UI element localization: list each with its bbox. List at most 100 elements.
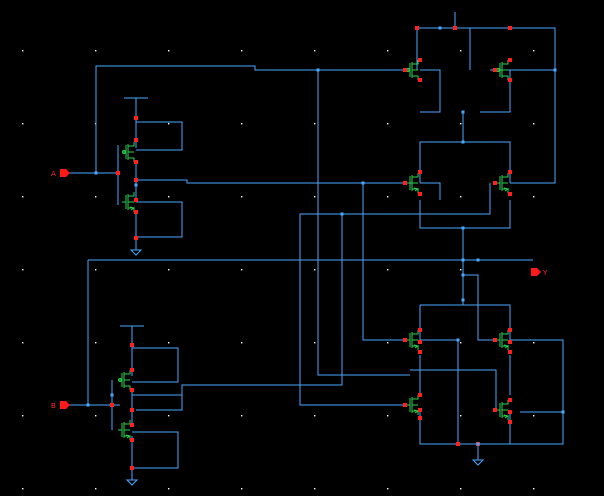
wire-abar [136, 179, 412, 184]
net-node [508, 350, 512, 354]
grid-dot [168, 488, 170, 490]
net-node [493, 68, 497, 72]
grid-dot [460, 488, 462, 490]
net-node [415, 26, 419, 30]
net-node [418, 393, 422, 397]
wire-vdd-top [416, 12, 556, 70]
wire-junction [561, 410, 565, 414]
grid-dot [460, 415, 462, 417]
wire-inv-b-pmos-body [132, 347, 179, 383]
grid-dot [241, 123, 243, 125]
pin-b-flag-icon [60, 401, 70, 409]
grid-dot [95, 269, 97, 271]
net-node [418, 170, 422, 174]
net-node [134, 210, 138, 214]
wire-junction [110, 393, 114, 397]
nmos-transistor[interactable] [496, 330, 510, 350]
pin-b[interactable]: B [51, 401, 70, 410]
grid-dot [95, 196, 97, 198]
net-node [130, 438, 134, 442]
wire-junction [316, 68, 320, 72]
net-node [508, 420, 512, 424]
nmos-transistor[interactable] [406, 173, 420, 193]
grid-dot [22, 196, 24, 198]
net-node [418, 328, 422, 332]
grid-dot [314, 196, 316, 198]
wire-junction [361, 181, 365, 185]
grid-dot [168, 269, 170, 271]
net-node [418, 78, 422, 82]
net-node [453, 26, 457, 30]
wire-bottom-right-loop [509, 339, 564, 445]
net-node [130, 423, 134, 427]
pin-b-label: B [51, 402, 56, 410]
net-node [418, 350, 422, 354]
pmos-transistor[interactable] [496, 60, 509, 80]
net-node [418, 416, 422, 420]
pin-y-flag-icon [531, 268, 541, 276]
wire-loop-left [299, 183, 491, 406]
wire-bottom-cross [410, 369, 497, 410]
wire-vdd-inv-b [120, 325, 144, 345]
wire-bottom-left-loop [419, 339, 459, 445]
wire-junction [461, 258, 465, 262]
pmos-transistor[interactable] [118, 370, 131, 390]
nmos-transistor[interactable] [118, 420, 132, 440]
nmos-transistor[interactable] [406, 330, 420, 350]
grid-dot [22, 415, 24, 417]
net-node [403, 338, 407, 342]
wire-junction [340, 212, 344, 216]
grid-dot [168, 196, 170, 198]
net-node [418, 408, 422, 412]
nmos-transistor[interactable] [496, 173, 510, 193]
wire-junction [461, 298, 465, 302]
wire-net[interactable] [68, 12, 564, 486]
wire-output-node [462, 260, 479, 300]
grid-dot [533, 488, 535, 490]
net-node [508, 328, 512, 332]
pin-a-label: A [51, 170, 56, 178]
grid-dot [460, 123, 462, 125]
grid-dot [314, 123, 316, 125]
pin-y[interactable]: Y [531, 268, 548, 277]
wire-junction [461, 140, 465, 144]
grid-dot [387, 196, 389, 198]
grid-dot [314, 415, 316, 417]
wire-junctions [86, 26, 565, 446]
net-node [493, 181, 497, 185]
wire-inv-b-nmos-body [132, 431, 179, 469]
transistor-group[interactable] [118, 60, 510, 440]
wire-bottom-series [419, 355, 511, 395]
wire-bottom-top [419, 300, 511, 340]
net-node [456, 442, 460, 446]
net-node [116, 171, 120, 175]
pmos-transistor[interactable] [122, 142, 135, 162]
grid-dot [387, 415, 389, 417]
net-node [130, 388, 134, 392]
grid-dot [241, 269, 243, 271]
net-node [134, 236, 138, 240]
wire-junction [461, 110, 465, 114]
wire-junction [461, 273, 465, 277]
wire-gnd-right [471, 458, 485, 466]
net-node [403, 181, 407, 185]
grid-dot [387, 269, 389, 271]
wire-bbar-mid [136, 214, 343, 411]
net-node [508, 192, 512, 196]
grid-dot [168, 342, 170, 344]
grid-dot [533, 415, 535, 417]
grid-dot [533, 342, 535, 344]
grid-dot [460, 50, 462, 52]
wire-junction [94, 171, 98, 175]
wire-gnd-inv-a [129, 238, 143, 256]
grid-dot [314, 342, 316, 344]
wire-junction [134, 183, 138, 187]
pmos-transistor[interactable] [406, 60, 419, 80]
nmos-transistor[interactable] [122, 192, 136, 212]
nmos-transistor[interactable] [406, 395, 420, 415]
wire-abar-down [362, 183, 410, 341]
net-node [418, 192, 422, 196]
nmos-transistor[interactable] [496, 400, 510, 420]
pin-a[interactable]: A [51, 169, 70, 178]
